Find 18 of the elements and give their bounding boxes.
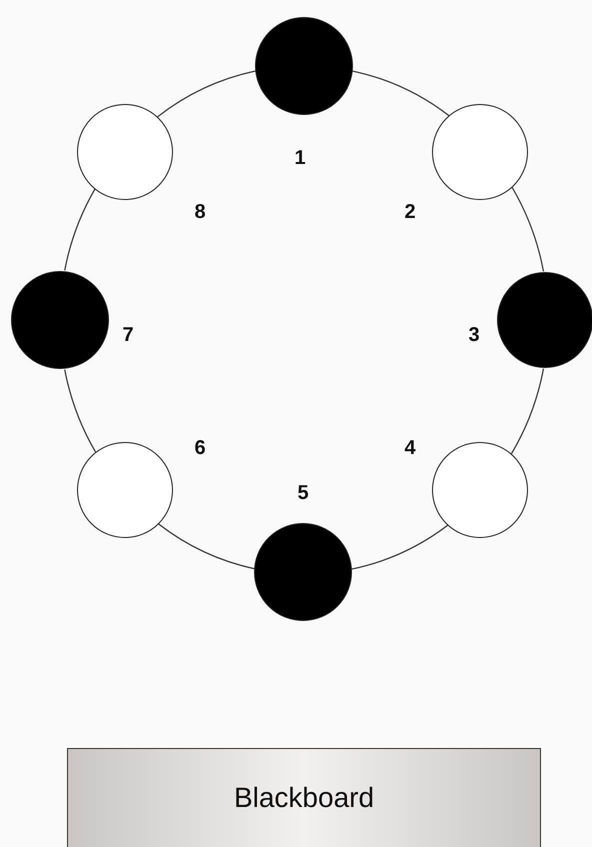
seat-number: 7: [122, 325, 134, 345]
seat-number: 6: [194, 438, 206, 458]
seat-number: 2: [404, 202, 416, 222]
ring-arc: [158, 523, 256, 570]
seat-number: 3: [468, 325, 480, 345]
ring-arc: [350, 524, 448, 570]
ring-arc: [157, 70, 256, 118]
board-label: Blackboard: [234, 782, 374, 814]
ring-arc: [352, 70, 450, 116]
seat-number: 4: [404, 438, 416, 458]
ring-arc: [64, 370, 96, 452]
seat-number: 8: [194, 202, 206, 222]
ring-arc: [510, 368, 544, 454]
seat-number: 5: [297, 483, 309, 503]
ring-arc: [64, 188, 96, 270]
ring-arc: [512, 187, 544, 272]
blackboard-box: [67, 748, 541, 847]
seat-number: 1: [294, 148, 306, 168]
